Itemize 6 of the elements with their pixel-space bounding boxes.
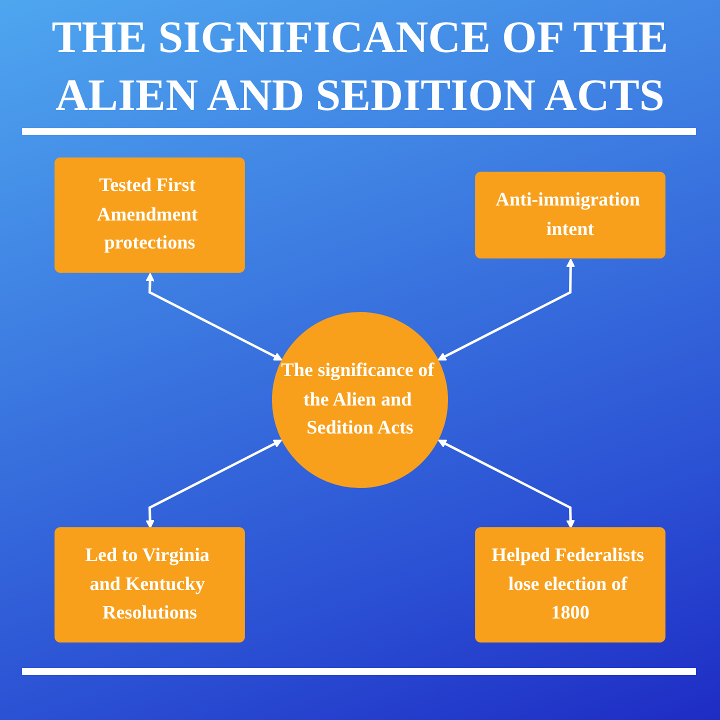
arrow xyxy=(438,258,576,361)
arrow xyxy=(146,440,282,529)
node-circle: The significance of the Alien and Sedition Acts xyxy=(272,312,448,488)
arrow xyxy=(438,440,575,529)
title: THE SIGNIFICANCE OF THE ALIEN AND SEDITION ACTS xyxy=(50,11,670,122)
arrow xyxy=(146,272,282,361)
